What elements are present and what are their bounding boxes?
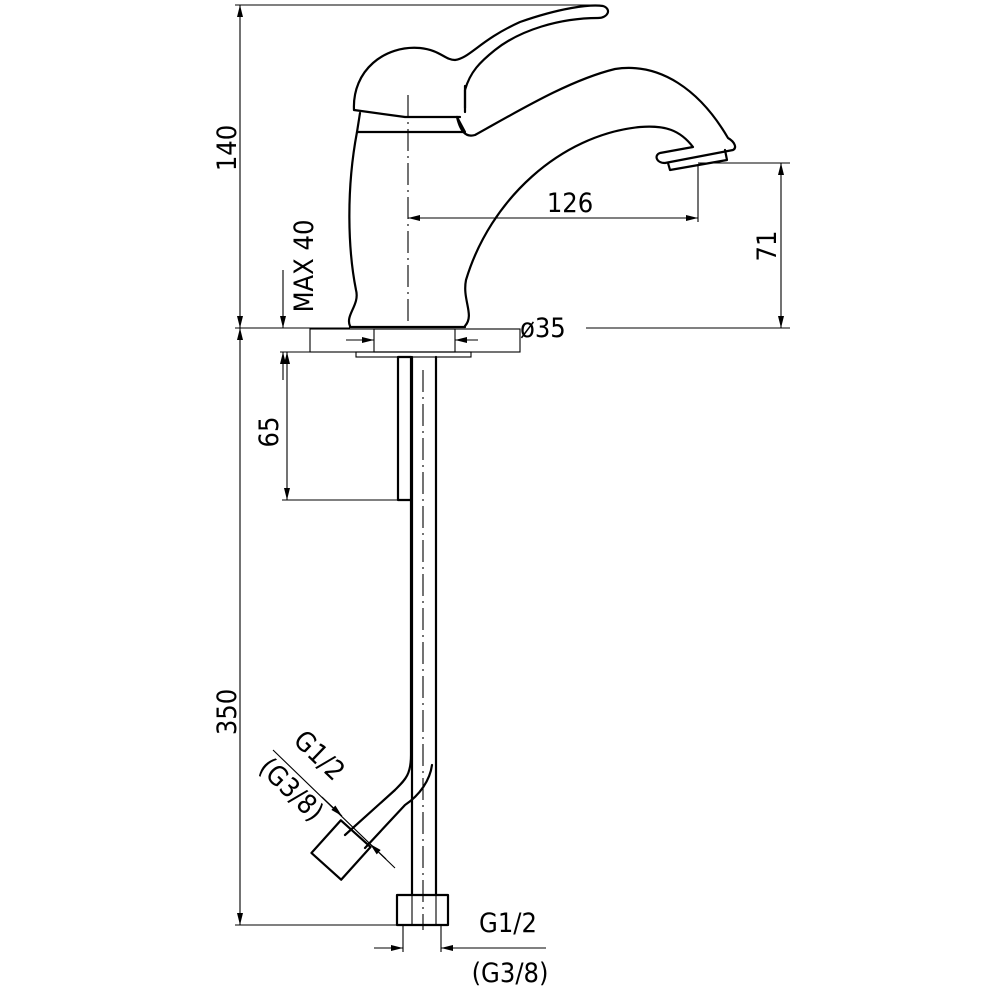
dim-65: 65 (254, 352, 398, 501)
dim-max-40: MAX 40 (280, 220, 356, 380)
handle-cap-bottom (352, 108, 462, 119)
deck-plate (309, 328, 521, 358)
base-diameter-label: ø35 (520, 313, 566, 344)
hoses (310, 355, 450, 927)
straight-thread-alt-label: (G3/8) (472, 958, 549, 989)
body-left (347, 130, 359, 328)
max-deck-label: MAX 40 (289, 220, 320, 313)
tap-body (347, 4, 737, 329)
dim-straight-thread: G1/2 (G3/8) (374, 908, 548, 989)
spout-top (455, 66, 737, 328)
spout-reach-label: 126 (547, 188, 593, 219)
overall-height-label: 140 (212, 125, 243, 171)
dim-350: 350 (212, 328, 397, 926)
hose-length-label: 350 (212, 689, 243, 735)
dim-126: 126 (408, 165, 699, 222)
bent-hose (343, 498, 434, 850)
dim-140: 140 (212, 4, 600, 329)
body-collar (355, 111, 467, 134)
shank-length-label: 65 (254, 417, 285, 448)
straight-hose (410, 355, 438, 897)
dim-bent-thread: G1/2 (G3/8) (252, 725, 396, 869)
dim-71: 71 (586, 162, 790, 329)
straight-thread-label: G1/2 (479, 908, 537, 939)
lever-handle (352, 4, 610, 114)
bent-hose-nut (310, 819, 372, 881)
spout-height-label: 71 (752, 231, 783, 262)
